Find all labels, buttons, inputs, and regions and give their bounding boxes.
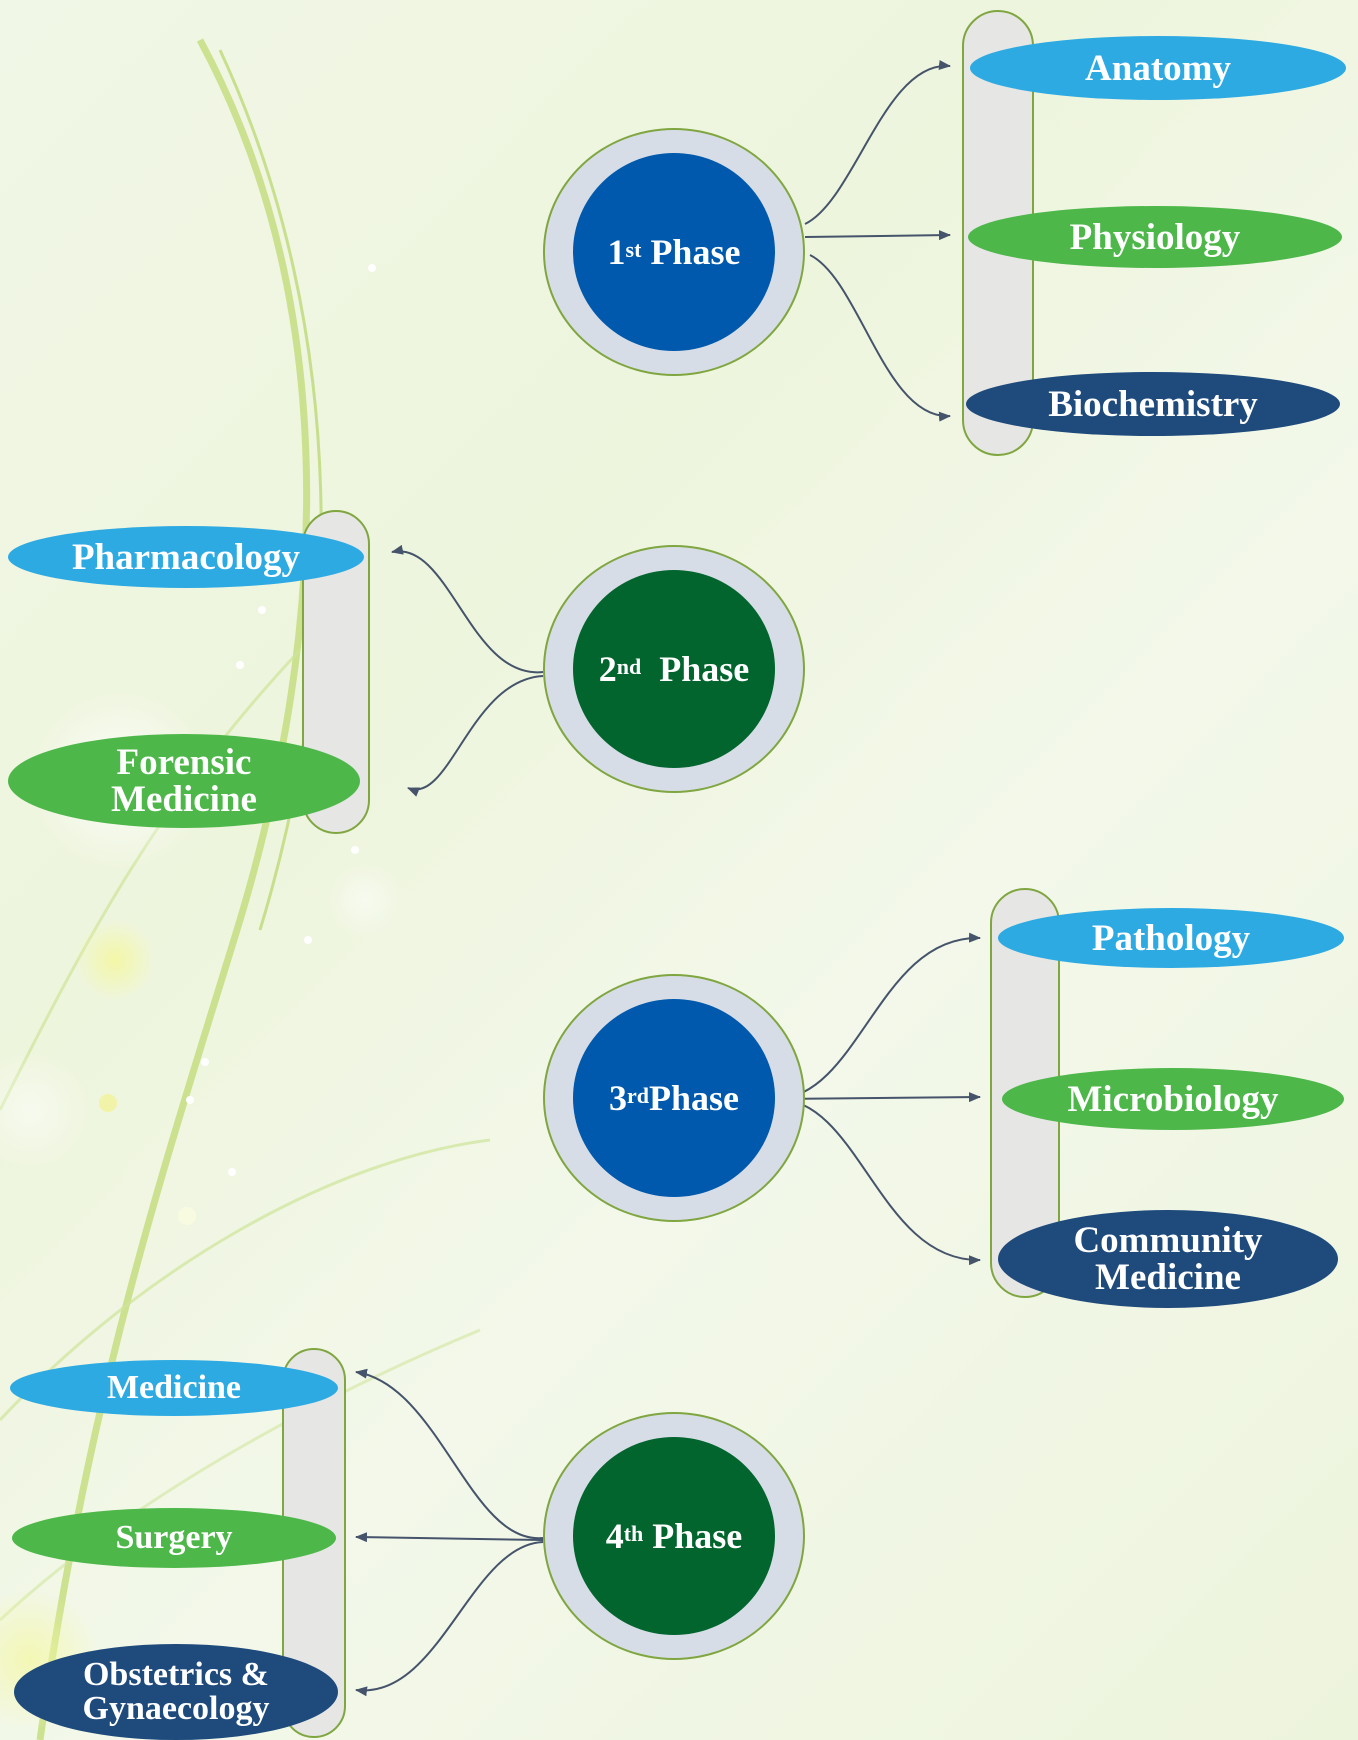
phase-3-arrow-microbiology: [777, 1092, 981, 1103]
phase-3-arrow-pathology: [777, 932, 981, 1100]
subject-biochemistry: Biochemistry: [966, 372, 1340, 436]
subject-label: Medicine: [106, 1369, 242, 1406]
subject-pathology: Pathology: [998, 908, 1344, 968]
subject-label: Biochemistry: [1048, 383, 1258, 425]
subject-label: Pathology: [1091, 917, 1251, 959]
subject-community-medicine: Community Medicine: [998, 1210, 1338, 1308]
phase-2-number: 2: [598, 649, 617, 689]
phase-1-label: Phase: [650, 232, 741, 272]
subject-label: Surgery: [115, 1519, 233, 1556]
subject-label: Anatomy: [1085, 47, 1231, 89]
subject-anatomy: Anatomy: [970, 36, 1346, 100]
phase-4-arrow-surgery: [355, 1532, 544, 1543]
phase-2-arrow-forensic: [407, 675, 544, 797]
subject-label: Microbiology: [1067, 1078, 1279, 1120]
subject-obstetrics-gynaecology: Obstetrics & Gynaecology: [14, 1644, 338, 1740]
phase-4-arrow-obstetrics: [355, 1541, 544, 1697]
subject-label: Community Medicine: [1073, 1220, 1263, 1298]
subject-medicine: Medicine: [10, 1360, 338, 1416]
phase-3-label: Phase: [649, 1078, 739, 1118]
phase-1-arrow-anatomy: [804, 60, 951, 225]
subject-label: Pharmacology: [71, 536, 301, 578]
subject-surgery: Surgery: [12, 1508, 336, 1568]
subject-label: Forensic Medicine: [111, 742, 257, 820]
subject-physiology: Physiology: [968, 206, 1342, 268]
phase-1-arrow-physiology: [804, 230, 951, 241]
subject-microbiology: Microbiology: [1002, 1068, 1344, 1130]
phase-2-arrow-pharmacology: [391, 544, 544, 674]
subject-label: Obstetrics & Gynaecology: [82, 1656, 270, 1727]
subject-pharmacology: Pharmacology: [8, 526, 364, 588]
phase-4-number: 4: [605, 1516, 624, 1556]
subject-label: Physiology: [1069, 216, 1241, 258]
phase-1-number: 1: [607, 232, 626, 272]
phase-4-arrow-medicine: [355, 1368, 544, 1540]
subject-forensic-medicine: Forensic Medicine: [8, 734, 360, 828]
phase-3-arrow-community: [777, 1098, 981, 1266]
phase-1-arrow-biochemistry: [809, 254, 951, 422]
phase-3-number: 3: [609, 1078, 627, 1118]
phase-2-label: Phase: [659, 649, 750, 689]
phase-4-label: Phase: [652, 1516, 743, 1556]
